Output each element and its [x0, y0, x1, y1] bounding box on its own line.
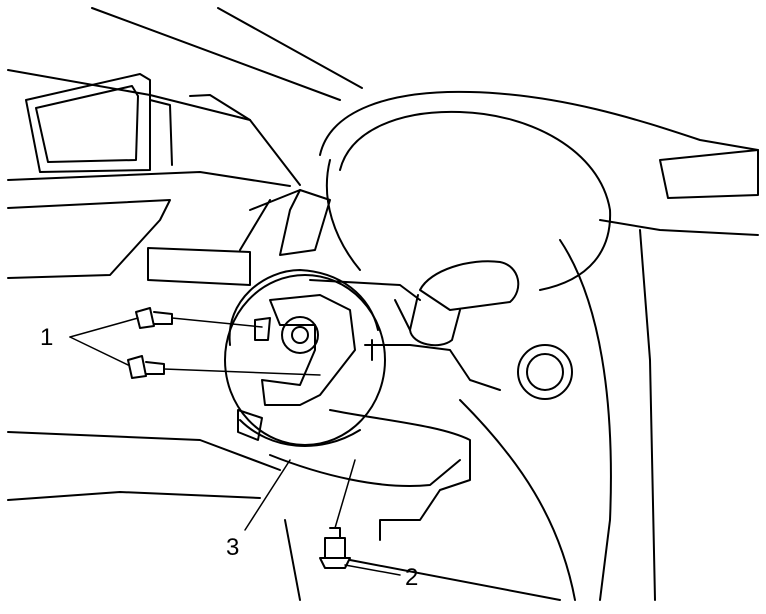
screw-upper [135, 307, 173, 329]
screw-lower [127, 355, 165, 379]
wire-harness [269, 339, 501, 487]
instrument-cluster-hood [319, 90, 759, 291]
callout-2-label: 2 [405, 564, 419, 591]
leader-lines [69, 317, 401, 576]
callout-1-label: 1 [40, 324, 54, 351]
bolt [319, 527, 351, 569]
column-shroud [147, 189, 421, 301]
door-panel [7, 94, 301, 501]
callout-3-label: 3 [226, 534, 240, 561]
lower-dash [284, 229, 656, 601]
combination-switch-stalk [394, 260, 520, 347]
install-guides [163, 317, 356, 529]
contact-coil-ring [224, 269, 386, 447]
side-mirror [25, 73, 173, 173]
ignition-knob [517, 344, 573, 400]
